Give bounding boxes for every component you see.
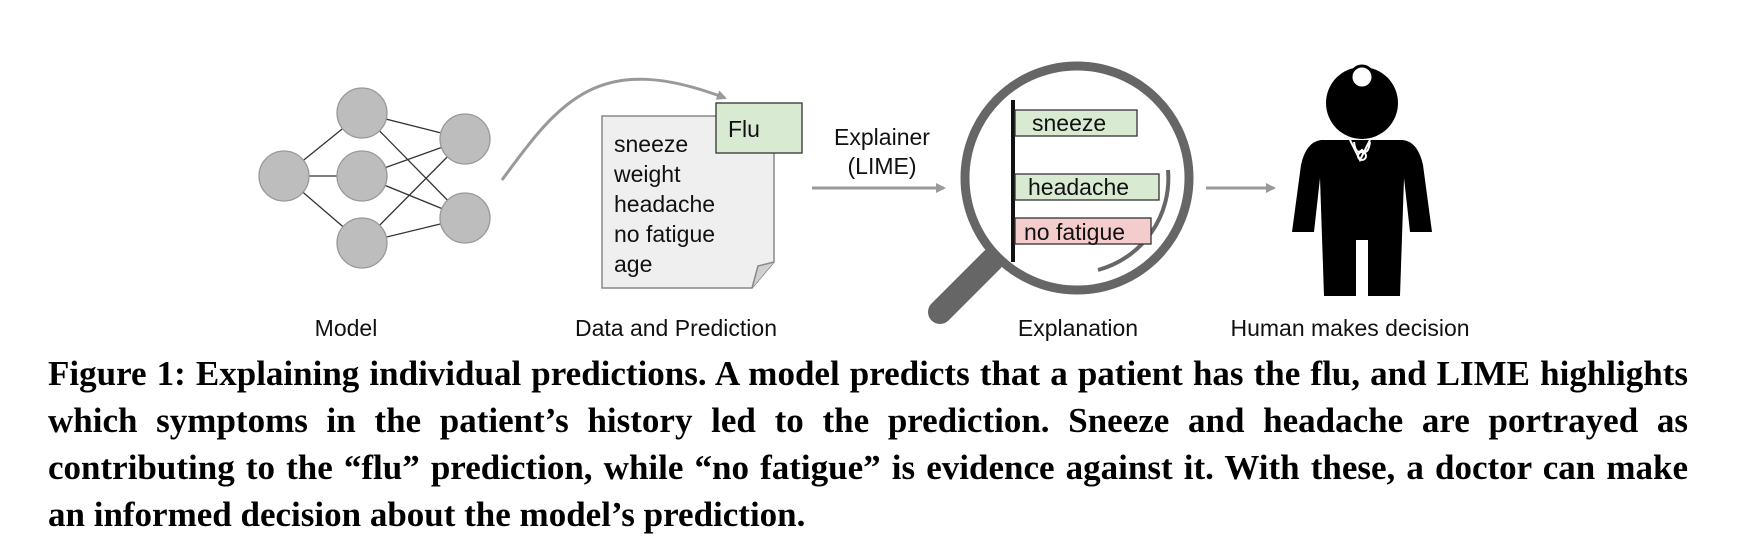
explainer-label: Explainer <box>834 124 930 150</box>
explanation-bar-label: headache <box>1028 174 1129 200</box>
human-decision-label: Human makes decision <box>1230 315 1469 341</box>
hidden-node <box>336 217 388 269</box>
figure-caption: Figure 1: Explaining individual predicti… <box>48 354 1688 534</box>
feature-item: age <box>614 251 652 277</box>
neural-network-icon <box>258 87 491 269</box>
output-node <box>439 192 491 244</box>
explanation-bar-negative <box>1014 217 1152 245</box>
document-icon <box>601 115 775 289</box>
explainer-method-label: (LIME) <box>848 153 917 179</box>
feature-list: sneeze weight headache no fatigue age <box>613 131 715 277</box>
prediction-label: Flu <box>728 116 760 142</box>
explanation-label: Explanation <box>1018 315 1138 341</box>
output-node <box>439 113 491 165</box>
explanation-bar-positive <box>1014 173 1160 201</box>
explanation-bar-label: sneeze <box>1032 110 1106 136</box>
feature-item: sneeze <box>614 131 688 157</box>
explanation-bar-label: no fatigue <box>1024 219 1125 245</box>
curved-arrow <box>500 77 727 181</box>
lime-figure: Model sneeze weight headache no fatigue … <box>258 61 1470 341</box>
feature-item: no fatigue <box>614 221 715 247</box>
model-label: Model <box>315 315 378 341</box>
input-node <box>258 150 310 202</box>
doctor-icon <box>1292 64 1432 296</box>
prediction-box <box>715 102 803 154</box>
data-prediction-label: Data and Prediction <box>575 315 777 341</box>
feature-item: headache <box>614 191 715 217</box>
hidden-node <box>336 150 388 202</box>
hidden-node <box>336 87 388 139</box>
explanation-bar-positive <box>1014 109 1138 137</box>
explanation-bars: sneeze headache no fatigue <box>1014 109 1160 245</box>
feature-item: weight <box>613 161 681 187</box>
